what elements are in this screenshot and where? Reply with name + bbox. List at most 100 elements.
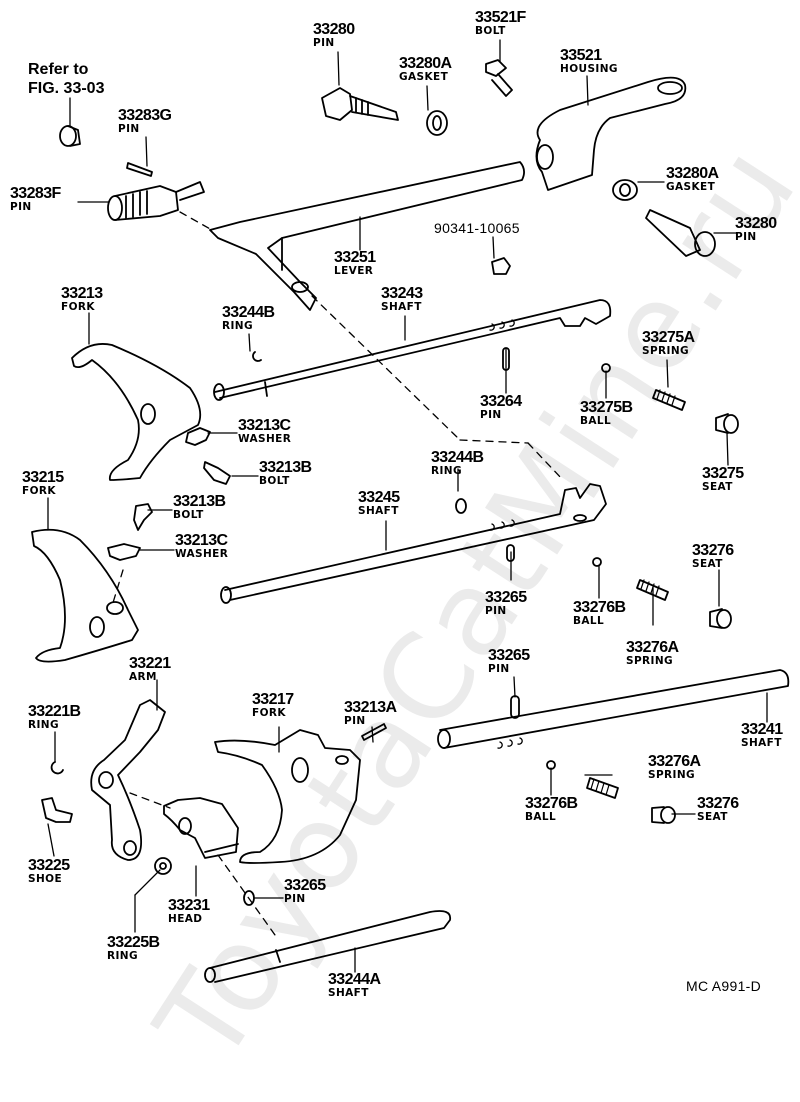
part-number: 33276B bbox=[525, 795, 578, 812]
ring-33225b-part bbox=[154, 857, 172, 875]
part-number: 33275B bbox=[580, 399, 633, 416]
part-name: PIN bbox=[284, 893, 306, 905]
part-name: FORK bbox=[22, 485, 56, 497]
part-number: 33276A bbox=[648, 753, 701, 770]
part-number: 33215 bbox=[22, 469, 64, 486]
part-number: 33276A bbox=[626, 639, 679, 656]
reference-note-line1: Refer to bbox=[28, 61, 89, 78]
part-name: PIN bbox=[344, 715, 366, 727]
part-number: 33244B bbox=[222, 304, 275, 321]
part-name: SHAFT bbox=[381, 301, 422, 313]
pin-33265-right-part bbox=[510, 695, 520, 719]
part-name: GASKET bbox=[666, 181, 716, 193]
housing-33521-part bbox=[535, 76, 687, 191]
part-number: 33243 bbox=[381, 285, 423, 302]
part-name: GASKET bbox=[399, 71, 449, 83]
part-number: 33213B bbox=[259, 459, 312, 476]
part-name: SEAT bbox=[702, 481, 733, 493]
fork-33215-part bbox=[31, 528, 139, 663]
part-number: 33221B bbox=[28, 703, 81, 720]
part-name: SEAT bbox=[697, 811, 728, 823]
part-name: ARM bbox=[129, 671, 157, 683]
part-number: 33280A bbox=[399, 55, 452, 72]
part-number: 33245 bbox=[358, 489, 400, 506]
part-number: 33275 bbox=[702, 465, 744, 482]
part-name: RING bbox=[28, 719, 59, 731]
part-number: 33275A bbox=[642, 329, 695, 346]
part-name: SHOE bbox=[28, 873, 63, 885]
bolt-33213b-lower-part bbox=[133, 503, 153, 531]
shaft-33241-part bbox=[437, 669, 790, 749]
part-name: FORK bbox=[61, 301, 95, 313]
plug-ref-part bbox=[59, 125, 81, 147]
part-name: BOLT bbox=[475, 25, 506, 37]
part-number: 33213C bbox=[175, 532, 228, 549]
ring-33221b-part bbox=[50, 761, 64, 775]
part-label-90341-10065[interactable]: 90341-10065 bbox=[434, 220, 520, 236]
part-number: 33265 bbox=[488, 647, 530, 664]
part-number: 33521F bbox=[475, 9, 526, 26]
shaft-33243-part bbox=[213, 299, 612, 401]
ball-33276b-lower-part bbox=[546, 760, 556, 770]
seat-33276-part bbox=[709, 608, 732, 629]
arm-33221-part bbox=[90, 699, 166, 861]
shaft-33245-part bbox=[220, 483, 607, 604]
part-name: RING bbox=[431, 465, 462, 477]
part-number: 33280A bbox=[666, 165, 719, 182]
part-name: PIN bbox=[118, 123, 140, 135]
part-name: WASHER bbox=[175, 548, 229, 560]
pin-33265-lower-part bbox=[243, 890, 255, 906]
ring-33244b-middle-part bbox=[455, 498, 467, 514]
fork-33217-part bbox=[214, 729, 361, 864]
spring-33275a-part bbox=[652, 389, 686, 411]
part-number: 33221 bbox=[129, 655, 171, 672]
gasket-hole bbox=[619, 183, 631, 197]
part-number: 33213C bbox=[238, 417, 291, 434]
part-name: BALL bbox=[573, 615, 605, 627]
part-number: 33213A bbox=[344, 699, 397, 716]
